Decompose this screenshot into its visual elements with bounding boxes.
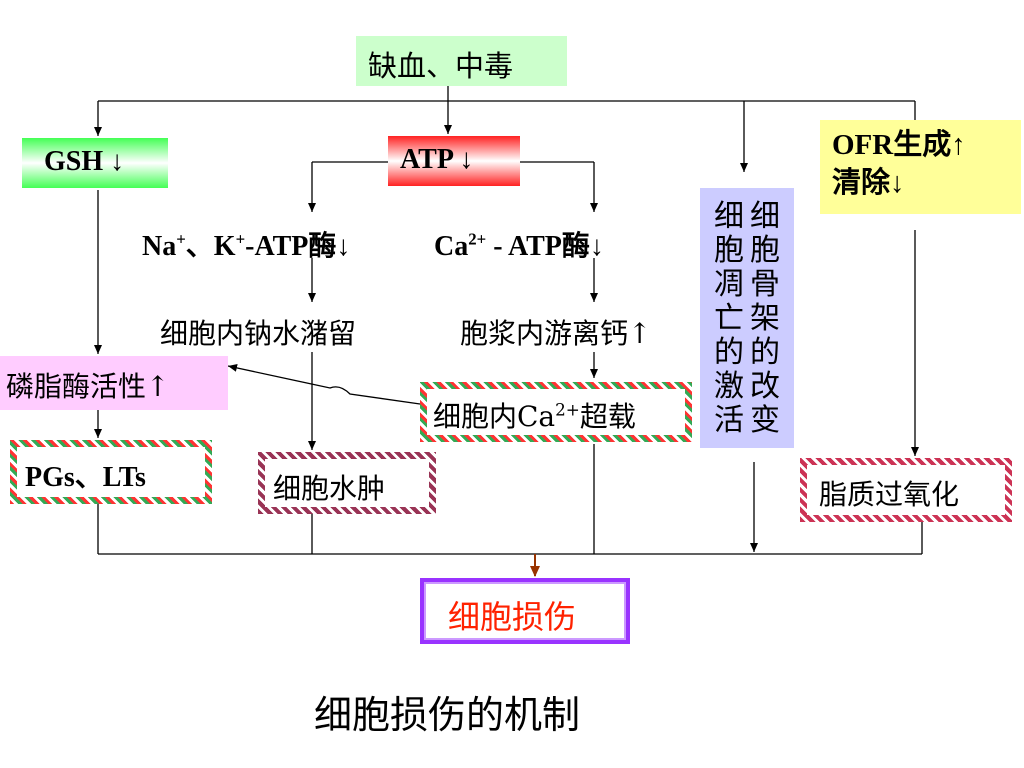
node-apoptosis-cytoskeleton: 细胞骨架的改变 细胞凋亡的激活 (700, 188, 794, 448)
na-k-sup: + (235, 229, 246, 249)
node-phospholipase: 磷脂酶活性↑ (0, 356, 228, 410)
na-k-part: -ATP酶↓ (245, 231, 351, 262)
node-ischemia-poisoning: 缺血、中毒 (356, 36, 567, 86)
diagram-caption: 细胞损伤的机制 (314, 693, 581, 737)
na-k-part: 、K (185, 231, 236, 262)
ca-atpase-part: Ca (434, 231, 469, 262)
node-cell-injury-label: 细胞损伤 (448, 598, 577, 636)
node-ofr: OFR生成↑ 清除↓ (820, 120, 1021, 214)
node-ischemia-poisoning-label: 缺血、中毒 (368, 49, 514, 83)
node-gsh: GSH ↓ (22, 138, 168, 188)
node-cell-edema: 细胞水肿 (258, 452, 436, 514)
node-lipid-peroxidation: 脂质过氧化 (800, 458, 1012, 522)
node-ofr-line2: 清除↓ (832, 167, 905, 199)
ca-atpase-sup: 2+ (468, 229, 487, 249)
node-pgs-lts-label: PGs、LTs (25, 462, 146, 493)
node-na-k-atpase: Na+、K+-ATP酶↓ (142, 224, 350, 264)
na-k-part: Na (142, 231, 177, 262)
node-cytoskeleton-change: 细胞骨架的改变 (750, 199, 780, 438)
node-ofr-line1: OFR生成↑ (832, 129, 966, 161)
node-free-calcium: 胞浆内游离钙↑ (460, 317, 652, 350)
ca-atpase-part: - ATP酶↓ (486, 231, 604, 262)
node-lipid-peroxidation-label: 脂质过氧化 (819, 478, 960, 511)
node-atp: ATP ↓ (388, 136, 520, 186)
node-cell-edema-label: 细胞水肿 (273, 472, 386, 505)
node-ca-overload: 细胞内Ca2+超载 (420, 382, 692, 442)
node-phospholipase-label: 磷脂酶活性↑ (6, 370, 170, 403)
na-k-sup: + (176, 229, 186, 249)
node-pgs-lts: PGs、LTs (10, 440, 212, 504)
node-cell-injury: 细胞损伤 (420, 578, 630, 644)
node-atp-label: ATP ↓ (400, 144, 474, 175)
node-ca-atpase: Ca2+ - ATP酶↓ (434, 224, 604, 264)
ca-overload-part: 细胞内Ca (433, 400, 556, 433)
ca-overload-sup: 2+ (555, 399, 580, 420)
node-gsh-label: GSH ↓ (44, 146, 125, 177)
node-na-water-retention: 细胞内钠水潴留 (160, 317, 357, 350)
node-apoptosis-activation: 细胞凋亡的激活 (714, 199, 744, 438)
ca-overload-part: 超载 (579, 400, 636, 433)
